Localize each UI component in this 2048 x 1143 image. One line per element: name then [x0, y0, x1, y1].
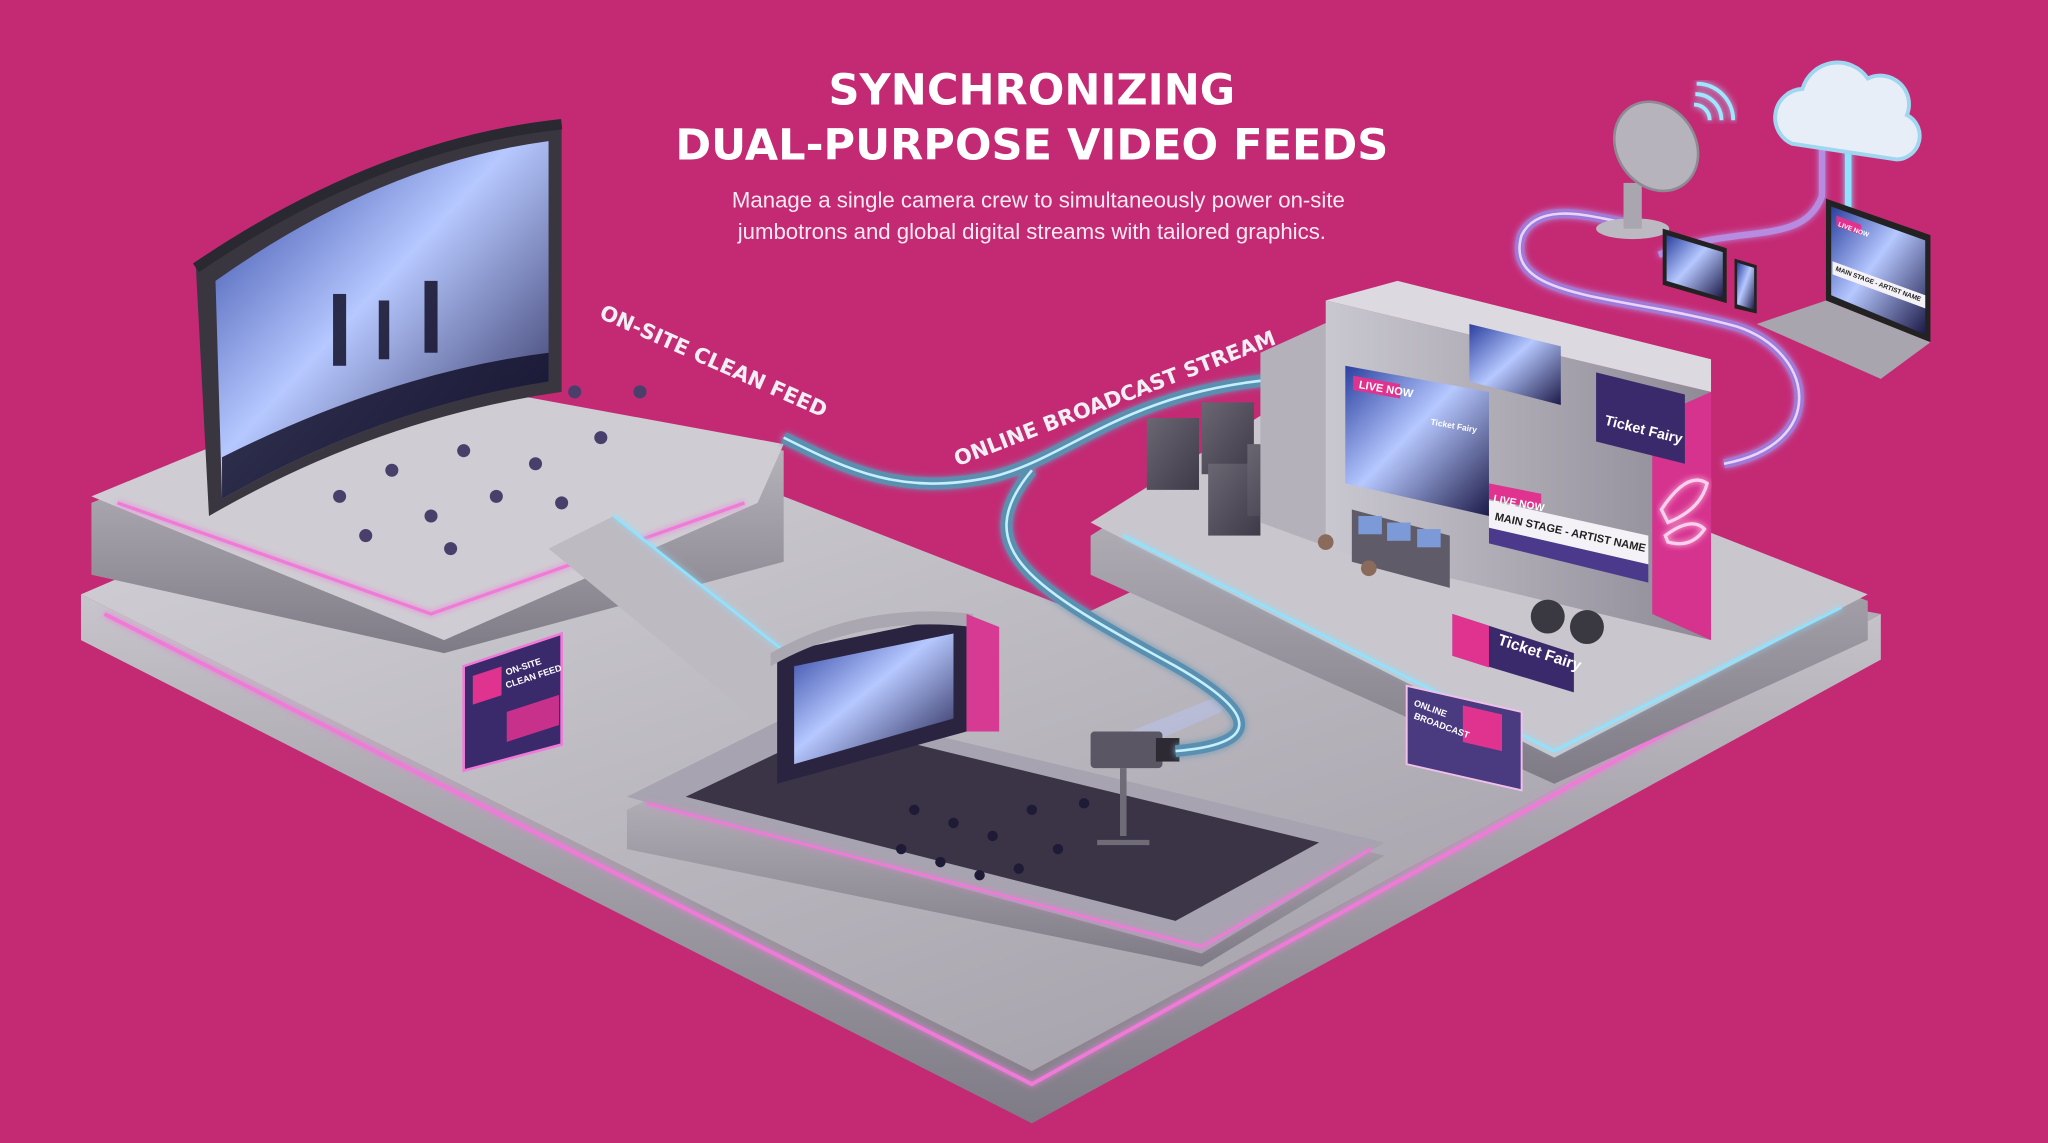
control-desk: [1317, 509, 1450, 588]
crowd-left: [333, 385, 647, 556]
satellite-dish-icon: [1596, 100, 1700, 240]
header: SYNCHRONIZING DUAL-PURPOSE VIDEO FEEDS M…: [675, 66, 1388, 245]
stage: [770, 611, 1228, 784]
phone: [1734, 258, 1757, 314]
onsite-clean-feed-sign: ON-SITE CLEAN FEED: [462, 631, 563, 773]
winged-fairy-logo-icon: [1659, 478, 1709, 546]
crowd-stage: [896, 798, 1090, 881]
onsite-feed-label: ON-SITE CLEAN FEED: [596, 300, 831, 422]
jumbotron: [192, 118, 563, 516]
title-line-1: SYNCHRONIZING: [829, 66, 1236, 116]
tablet: [1662, 228, 1727, 304]
wifi-signal-icon: [1693, 81, 1736, 121]
subtitle-line-2: jumbotrons and global digital streams wi…: [737, 219, 1326, 244]
laptop: LIVE NOW MAIN STAGE - ARTIST NAME: [1756, 198, 1931, 379]
truck-main-screen: [1345, 365, 1489, 516]
truck-upper-monitor: [1469, 323, 1561, 405]
ticket-fairy-sign: Ticket Fairy: [1452, 613, 1584, 693]
online-broadcast-sign: ONLINE BROADCAST: [1405, 684, 1523, 792]
title-line-2: DUAL-PURPOSE VIDEO FEEDS: [675, 120, 1388, 170]
broadcast-camera: [1090, 731, 1180, 846]
cloud-icon: [1773, 60, 1922, 162]
subtitle-line-1: Manage a single camera crew to simultane…: [732, 188, 1345, 213]
